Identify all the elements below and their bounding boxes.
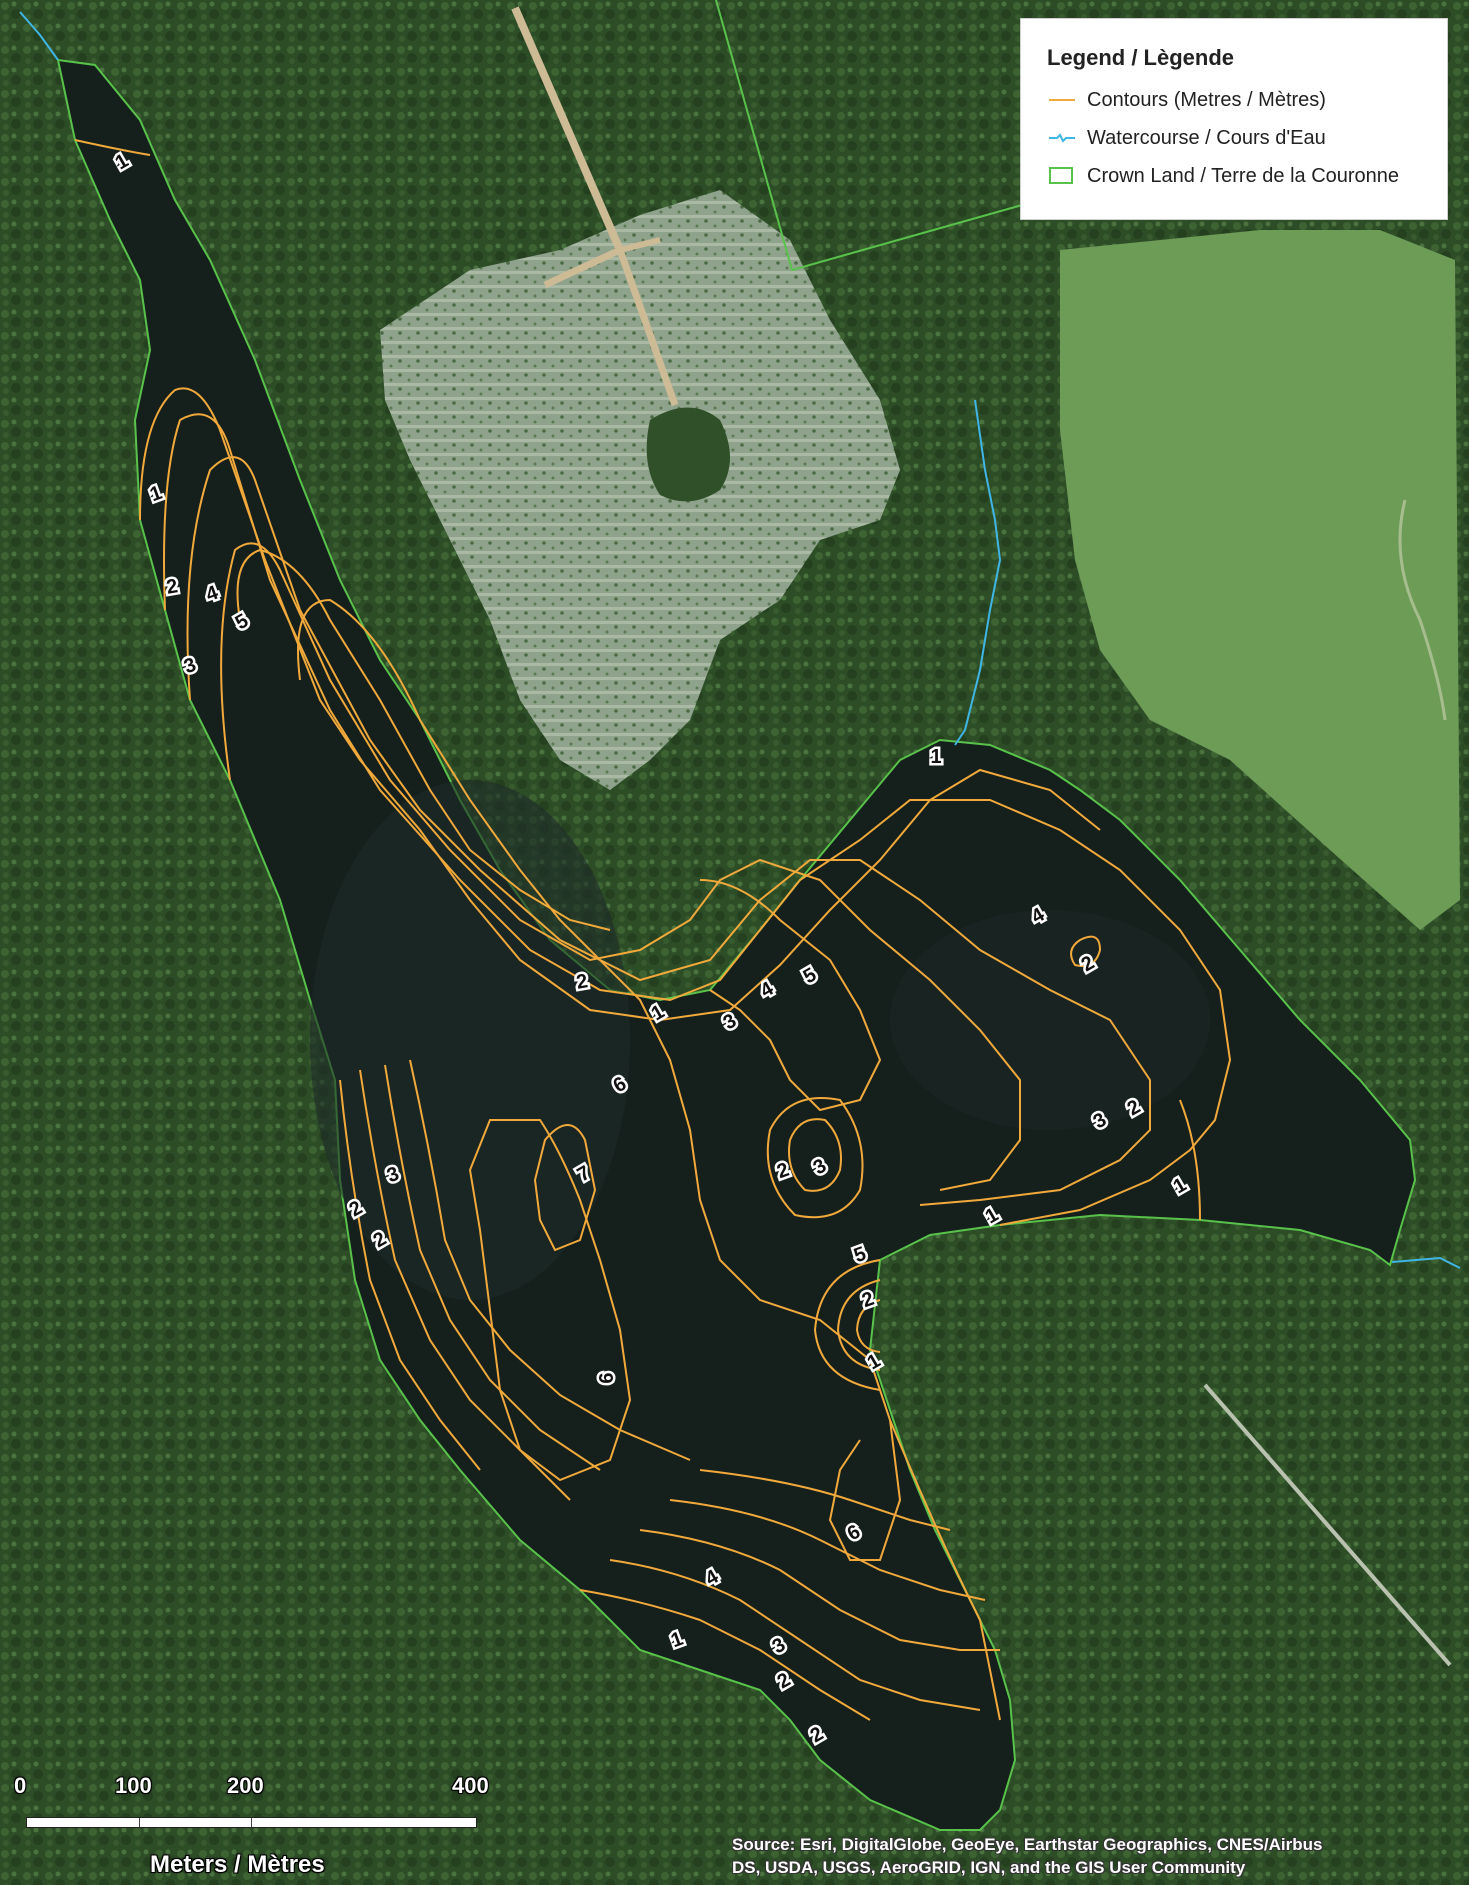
contour-bay-ring-3 bbox=[855, 1299, 881, 1353]
watercourse-line-icon bbox=[1047, 128, 1081, 148]
scale-tick-label: 100 bbox=[115, 1773, 152, 1798]
contour-2m-east-loop bbox=[1070, 935, 1102, 967]
contour-south-4 bbox=[669, 1499, 986, 1601]
clearcut-area bbox=[380, 190, 900, 790]
legend-label: Watercourse / Cours d'Eau bbox=[1087, 126, 1326, 149]
lake-reflection bbox=[310, 780, 630, 1300]
scale-tick-label: 200 bbox=[227, 1773, 264, 1798]
contour-west-2 bbox=[359, 1069, 571, 1501]
contour-4m bbox=[220, 542, 1021, 1191]
contour-6m bbox=[297, 598, 902, 1561]
contour-south-3 bbox=[639, 1529, 1000, 1651]
scale-tick-label: 0 bbox=[14, 1773, 27, 1798]
road-west bbox=[543, 246, 622, 289]
scale-tick-label: 400 bbox=[452, 1773, 489, 1798]
contour-west-3 bbox=[384, 1064, 601, 1471]
attribution-credits: Source: Esri, DigitalGlobe, GeoEye, Eart… bbox=[732, 1833, 1452, 1879]
contour-south-2 bbox=[609, 1559, 981, 1711]
contour-bay-ring-2 bbox=[836, 1279, 881, 1371]
road-north bbox=[511, 6, 624, 252]
legend-item-contours: Contours (Metres / Mètres) bbox=[1047, 81, 1421, 119]
credits-line: DS, USDA, USGS, AeroGRID, IGN, and the G… bbox=[732, 1858, 1246, 1877]
road-east bbox=[619, 237, 661, 253]
contour-west-4 bbox=[409, 1059, 691, 1461]
contour-island-2 bbox=[788, 1118, 842, 1192]
contour-west-1 bbox=[339, 1079, 481, 1471]
scale-bar-tick bbox=[251, 1818, 252, 1827]
contour-south-5 bbox=[699, 1469, 951, 1531]
field-area bbox=[1060, 230, 1460, 930]
trail-southeast bbox=[1203, 1383, 1452, 1667]
tree-island bbox=[646, 407, 730, 502]
watercourse-north bbox=[954, 399, 1002, 746]
scale-units: Meters / Mètres bbox=[150, 1851, 325, 1878]
depth-contours bbox=[74, 139, 1232, 1721]
legend-item-watercourse: Watercourse / Cours d'Eau bbox=[1047, 119, 1421, 157]
depth-label: 6 bbox=[596, 1372, 618, 1383]
depth-label: 1 bbox=[930, 746, 941, 768]
contour-1m bbox=[74, 139, 1201, 1721]
contour-south-1 bbox=[579, 1589, 871, 1721]
contour-island-3 bbox=[766, 1097, 864, 1219]
contour-6m-inner bbox=[468, 1119, 632, 1482]
scale-bar bbox=[26, 1817, 477, 1828]
crown-land-boundary bbox=[715, 0, 1023, 272]
contour-line-icon bbox=[1047, 90, 1081, 110]
contour-3m bbox=[186, 456, 1151, 1206]
crown-land-box-icon bbox=[1047, 166, 1081, 186]
trail-field bbox=[1398, 499, 1447, 721]
contour-bay-ring-1 bbox=[813, 1259, 881, 1391]
lake-reflection bbox=[890, 910, 1210, 1130]
legend-title: Legend / Lègende bbox=[1047, 45, 1235, 70]
contour-2m bbox=[163, 413, 1232, 1226]
contour-5m bbox=[236, 548, 882, 1112]
scale-bar-tick bbox=[139, 1818, 140, 1827]
watercourse-northwest bbox=[19, 11, 59, 61]
legend-label: Crown Land / Terre de la Couronne bbox=[1087, 164, 1400, 187]
watercourse-east bbox=[1391, 1256, 1461, 1269]
credits-line: Source: Esri, DigitalGlobe, GeoEye, Eart… bbox=[732, 1835, 1323, 1854]
legend-item-crown-land: Crown Land / Terre de la Couronne bbox=[1047, 157, 1421, 195]
contour-7m bbox=[533, 1124, 597, 1252]
legend-label: Contours (Metres / Mètres) bbox=[1087, 88, 1326, 111]
map-legend: Legend / Lègende Contours (Metres / Mètr… bbox=[1020, 18, 1448, 220]
road-junction bbox=[616, 248, 679, 407]
